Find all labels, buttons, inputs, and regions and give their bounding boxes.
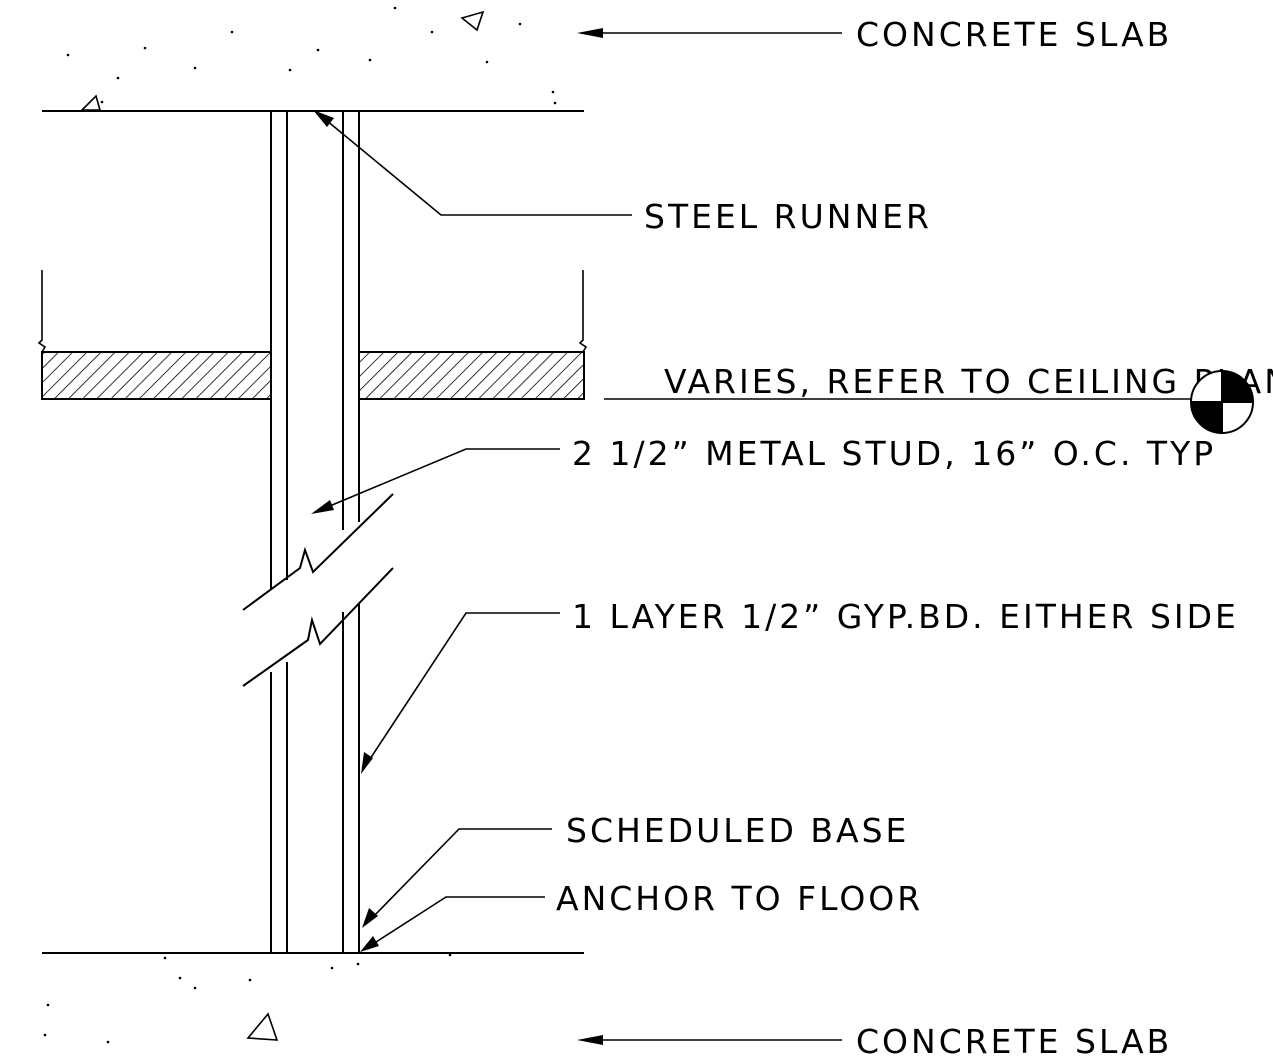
leader-gyp-board [361, 612, 560, 774]
partition-wall-lower [270, 603, 360, 953]
concrete-slab-bottom-texture [43, 953, 452, 1044]
label-anchor-to-floor: ANCHOR TO FLOOR [556, 879, 923, 918]
break-lines [242, 493, 394, 687]
elevation-datum-icon [1190, 370, 1254, 434]
concrete-slab-top-texture [66, 6, 557, 111]
ceiling-hangers [37, 270, 588, 353]
label-steel-runner: STEEL RUNNER [644, 197, 932, 236]
leader-concrete-slab-top [577, 28, 842, 38]
leader-metal-stud [311, 448, 560, 514]
leader-steel-runner [313, 110, 632, 216]
leader-anchor-to-floor [360, 896, 545, 952]
label-scheduled-base: SCHEDULED BASE [566, 811, 909, 850]
ceiling-right [358, 351, 585, 400]
label-concrete-slab-top: CONCRETE SLAB [856, 15, 1172, 54]
leader-concrete-slab-bottom [577, 1035, 842, 1045]
leader-scheduled-base [362, 828, 552, 928]
label-metal-stud: 2 1/2” METAL STUD, 16” O.C. TYP [572, 434, 1216, 473]
partition-wall-upper [270, 111, 360, 590]
label-ceiling-height: VARIES, REFER TO CEILING PLAN [664, 362, 1273, 401]
label-concrete-slab-bottom: CONCRETE SLAB [856, 1022, 1172, 1057]
label-gyp-board: 1 LAYER 1/2” GYP.BD. EITHER SIDE [572, 597, 1239, 636]
ceiling-left [41, 351, 272, 400]
